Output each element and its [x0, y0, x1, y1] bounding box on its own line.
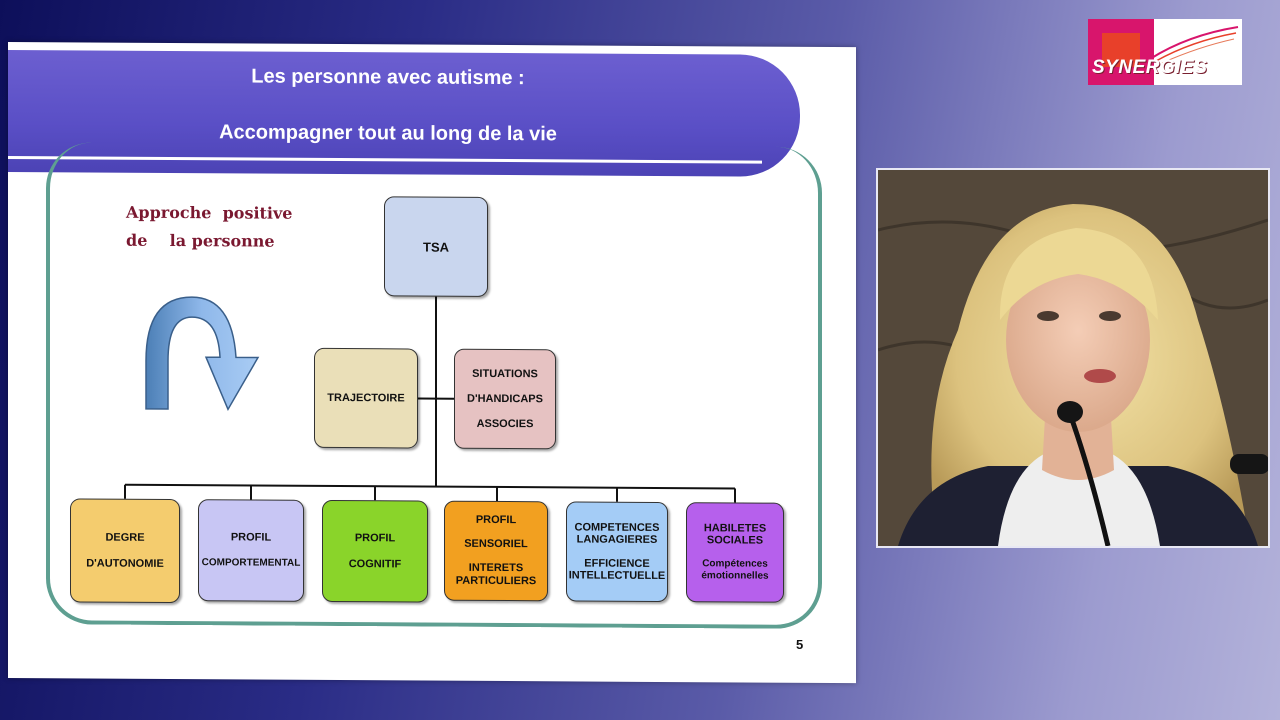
box-trajectoire: TRAJECTOIRE	[314, 347, 418, 449]
box-competences-line4: INTELLECTUELLE	[568, 569, 666, 583]
box-degre-autonomie: DEGRE D'AUTONOMIE	[70, 498, 180, 604]
logo-text: SYNERGIES	[1092, 57, 1208, 78]
org-chart-connectors	[124, 296, 736, 503]
box-habiletes-line3: Compétences	[702, 558, 768, 570]
box-profil-sensoriel: PROFIL SENSORIEL INTERETS PARTICULIERS	[444, 500, 548, 602]
box-situations-line3: ASSOCIES	[476, 417, 534, 430]
box-profil-comportemental: PROFIL COMPORTEMENTAL	[198, 499, 304, 602]
logo-swoosh-icon	[1149, 26, 1239, 64]
speaker-video-inset	[876, 168, 1270, 548]
box-habiletes-line2: SOCIALES	[706, 534, 764, 547]
box-comportemental-line2: COMPORTEMENTAL	[201, 557, 301, 569]
box-habiletes-line4: émotionnelles	[701, 570, 769, 582]
box-competences-line2: LANGAGIERES	[576, 533, 658, 546]
box-competences: COMPETENCES LANGAGIERES EFFICIENCE INTEL…	[566, 501, 668, 603]
box-profil-cognitif: PROFIL COGNITIF	[322, 499, 428, 603]
slide-page-number: 5	[796, 636, 804, 652]
box-autonomie-line2: D'AUTONOMIE	[86, 557, 164, 570]
box-sensoriel-line1: PROFIL	[475, 513, 517, 527]
box-sensoriel-line4: PARTICULIERS	[455, 574, 537, 588]
box-cognitif-line1: PROFIL	[354, 532, 396, 545]
box-competences-line1: COMPETENCES	[574, 521, 660, 534]
box-cognitif-line2: COGNITIF	[348, 558, 402, 571]
box-tsa: TSA	[384, 196, 488, 297]
box-tsa-label: TSA	[423, 239, 449, 255]
box-competences-line3: EFFICIENCE	[584, 557, 650, 570]
box-autonomie-line1: DEGRE	[105, 531, 145, 544]
logo-red-block	[1102, 33, 1140, 67]
box-situations-line2: D'HANDICAPS	[467, 392, 543, 405]
speaker-video-icon	[878, 170, 1268, 546]
presentation-slide: Les personne avec autisme : Accompagner …	[8, 42, 856, 684]
box-habiletes-line1: HABILETES	[703, 522, 767, 535]
box-trajectoire-label: TRAJECTOIRE	[327, 391, 405, 405]
box-sensoriel-line3: INTERETS	[468, 561, 524, 575]
box-situations-line1: SITUATIONS	[472, 367, 538, 380]
curved-arrow-icon	[145, 296, 260, 412]
box-comportemental-line1: PROFIL	[230, 531, 272, 544]
box-situations-handicaps: SITUATIONS D'HANDICAPS ASSOCIES	[454, 348, 556, 450]
box-habiletes-sociales: HABILETES SOCIALES Compétences émotionne…	[686, 502, 784, 603]
box-sensoriel-line2: SENSORIEL	[464, 537, 528, 551]
synergies-logo: SYNERGIES	[1088, 19, 1242, 85]
